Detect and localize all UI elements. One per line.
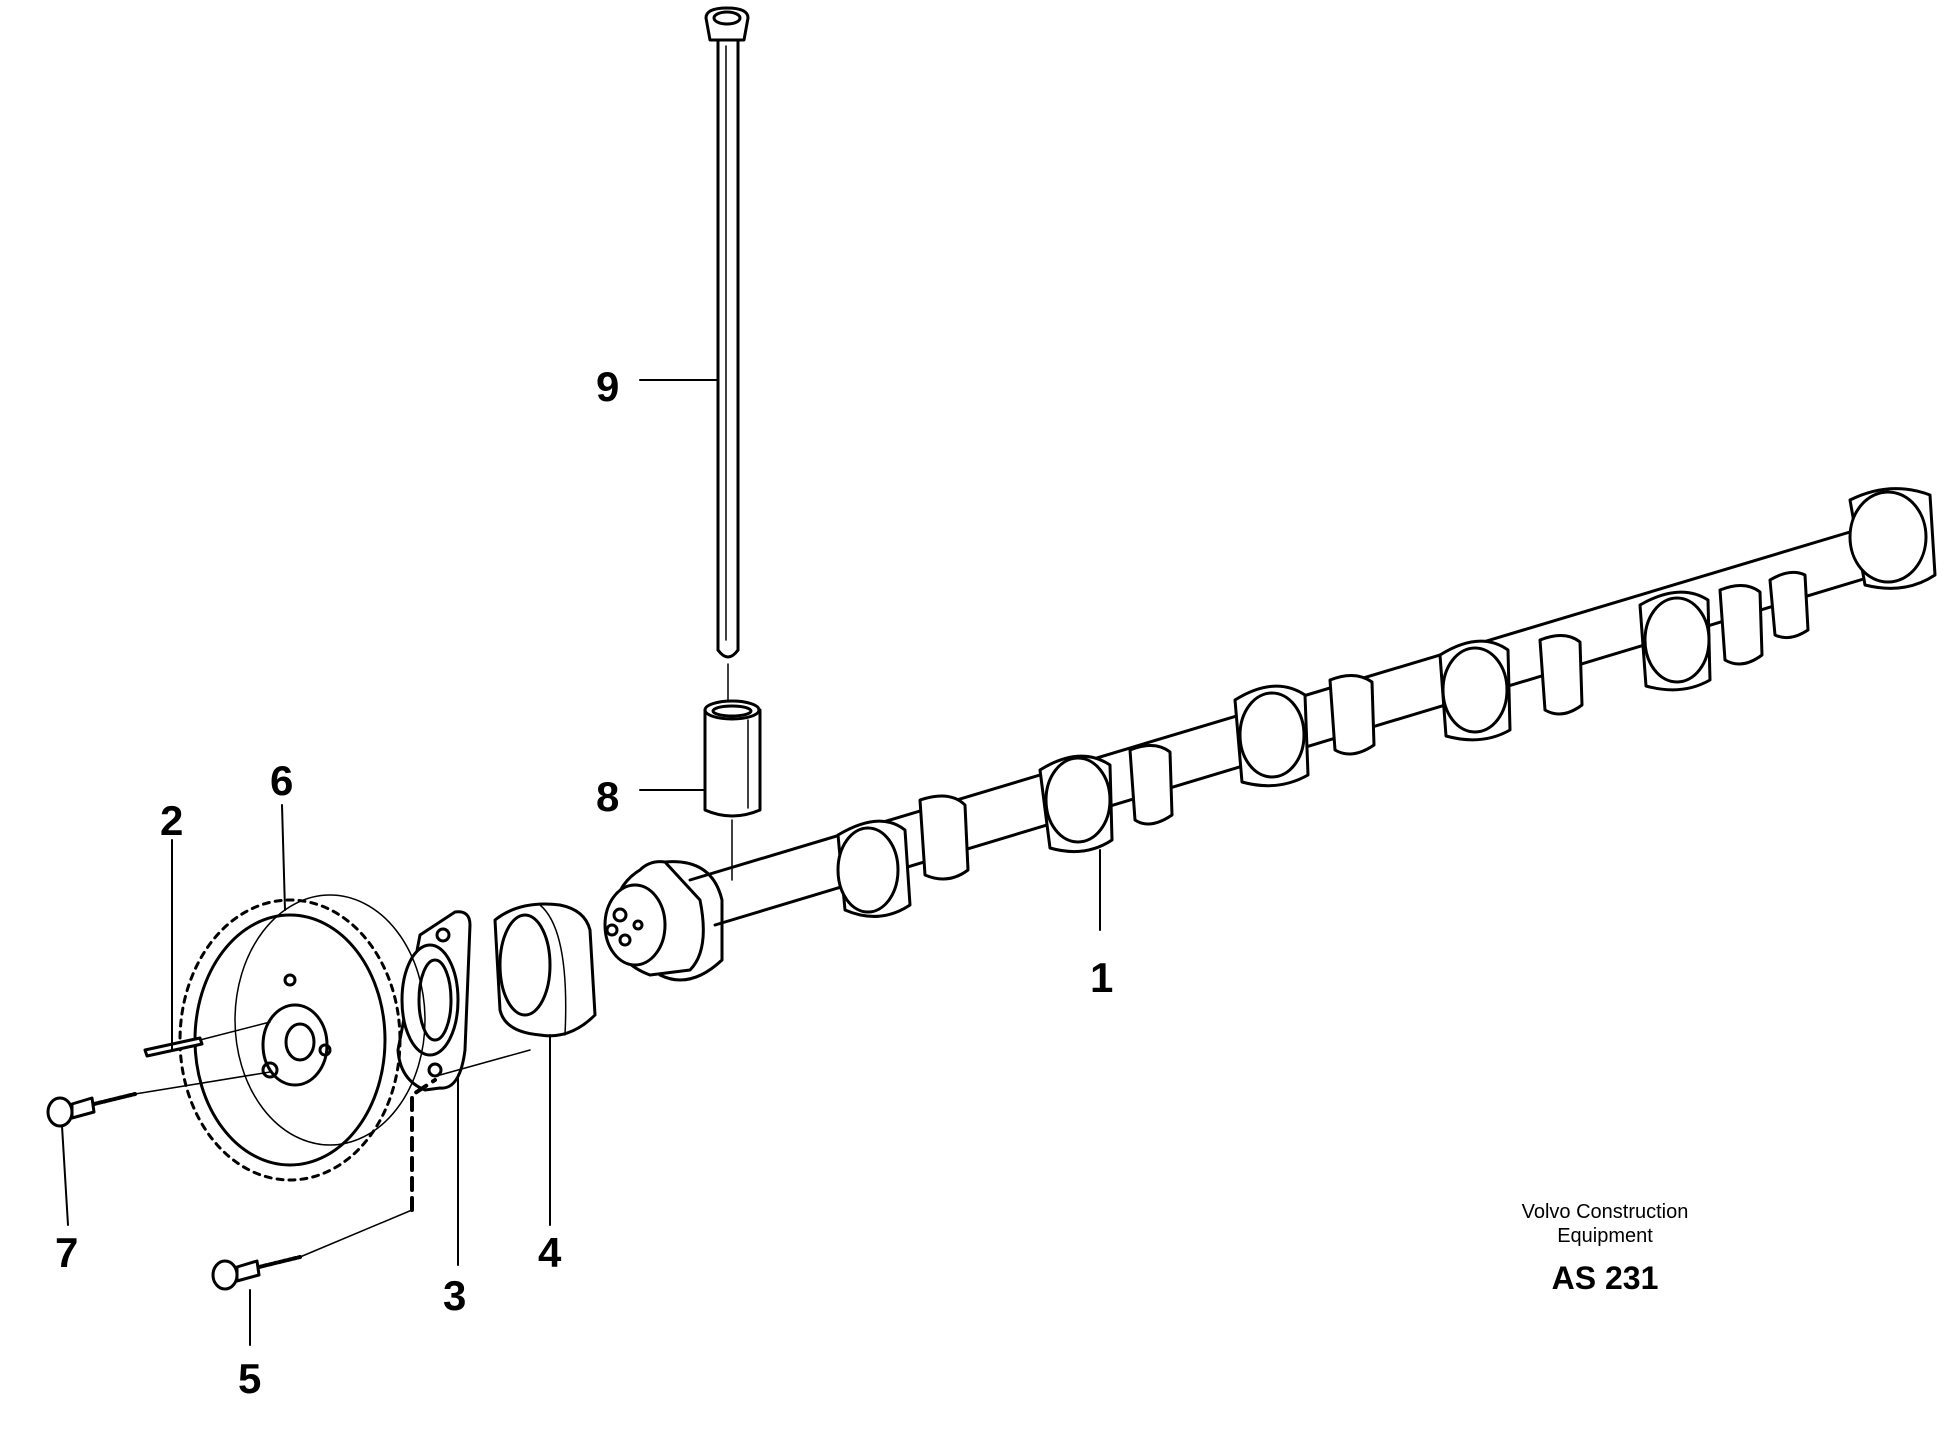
publisher-block: Volvo Construction Equipment AS 231 (1480, 1200, 1730, 1298)
callout-7: 7 (55, 1229, 79, 1276)
camshaft (603, 487, 1937, 982)
callout-4: 4 (538, 1229, 562, 1276)
bushing (493, 902, 597, 1038)
callout-9: 9 (596, 363, 620, 410)
tappet (703, 699, 762, 818)
camshaft-gear (178, 894, 426, 1182)
publisher-name-line1: Volvo Construction (1521, 1201, 1689, 1223)
callout-8: 8 (596, 773, 620, 820)
callout-1: 1 (1090, 954, 1114, 1001)
screw-lower (211, 1255, 302, 1291)
screw-upper (46, 1092, 137, 1128)
publisher-name-line2: Equipment (1557, 1225, 1653, 1247)
woodruff-key (143, 1036, 204, 1058)
pushrod (704, 6, 750, 659)
figure-code: AS 231 (1551, 1260, 1659, 1296)
callout-6: 6 (270, 757, 294, 804)
callout-2: 2 (160, 797, 184, 844)
thrust-flange (396, 910, 472, 1092)
callout-3: 3 (443, 1272, 467, 1319)
callout-5: 5 (238, 1355, 262, 1402)
